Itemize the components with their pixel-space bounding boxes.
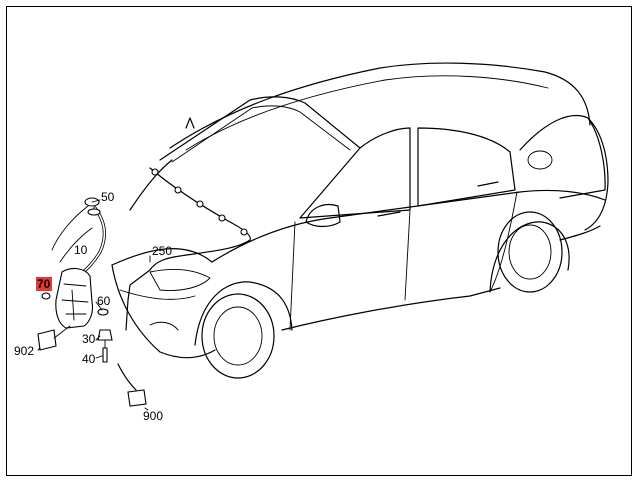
hood [111,159,213,266]
part-40 [102,347,108,363]
beltline [211,189,606,263]
callout-70[interactable]: 70 [37,277,51,291]
fuel-flap [527,150,553,170]
fog-light [149,321,179,331]
front-wheel-arch [194,281,293,346]
windshield [159,96,361,161]
washer-reservoir [55,267,94,329]
part-30 [97,329,113,341]
rear-door-handle [477,181,499,187]
antenna [185,117,195,129]
part-70-seal [41,292,51,300]
leader-lines [37,199,151,411]
roof-outline [169,62,591,149]
side-mirror [305,203,341,228]
rear-wheel-arch [489,221,570,293]
car-body [111,62,609,379]
harness-250 [125,167,251,331]
hose-guide [51,205,89,251]
connector-900 [117,363,147,407]
windshield-inner [171,105,351,163]
b-pillar-line [404,209,411,301]
rear-glass [519,114,606,199]
front-bumper [111,264,216,359]
rear-wheel-rim [508,224,552,280]
front-wheel-rim [213,306,263,366]
part-60 [97,308,109,316]
callout-30[interactable]: 30 [82,332,96,346]
front-door-line [289,221,296,331]
callout-902[interactable]: 902 [14,344,34,358]
callout-40[interactable]: 40 [82,352,96,366]
washer-pump [97,308,113,363]
callout-60[interactable]: 60 [97,294,111,308]
callout-900[interactable]: 900 [143,409,163,423]
washer-hose-10 [51,205,106,277]
roof-inner [185,75,549,151]
callout-250[interactable]: 250 [152,244,172,258]
grille [119,289,196,300]
connector-902 [37,325,71,351]
trunk [584,117,609,231]
callout-10[interactable]: 10 [74,243,88,257]
front-window [299,127,411,219]
rear-wheel [497,211,563,293]
rear-door-line [489,191,518,293]
rear-window [417,127,516,207]
callout-50[interactable]: 50 [101,190,115,204]
front-door-handle [377,211,401,217]
diagram-frame [6,6,632,476]
rear-bumper [559,225,601,241]
headlight [149,269,211,291]
callout-70-highlight [36,277,52,291]
sill [281,287,501,331]
front-wheel [201,293,275,379]
